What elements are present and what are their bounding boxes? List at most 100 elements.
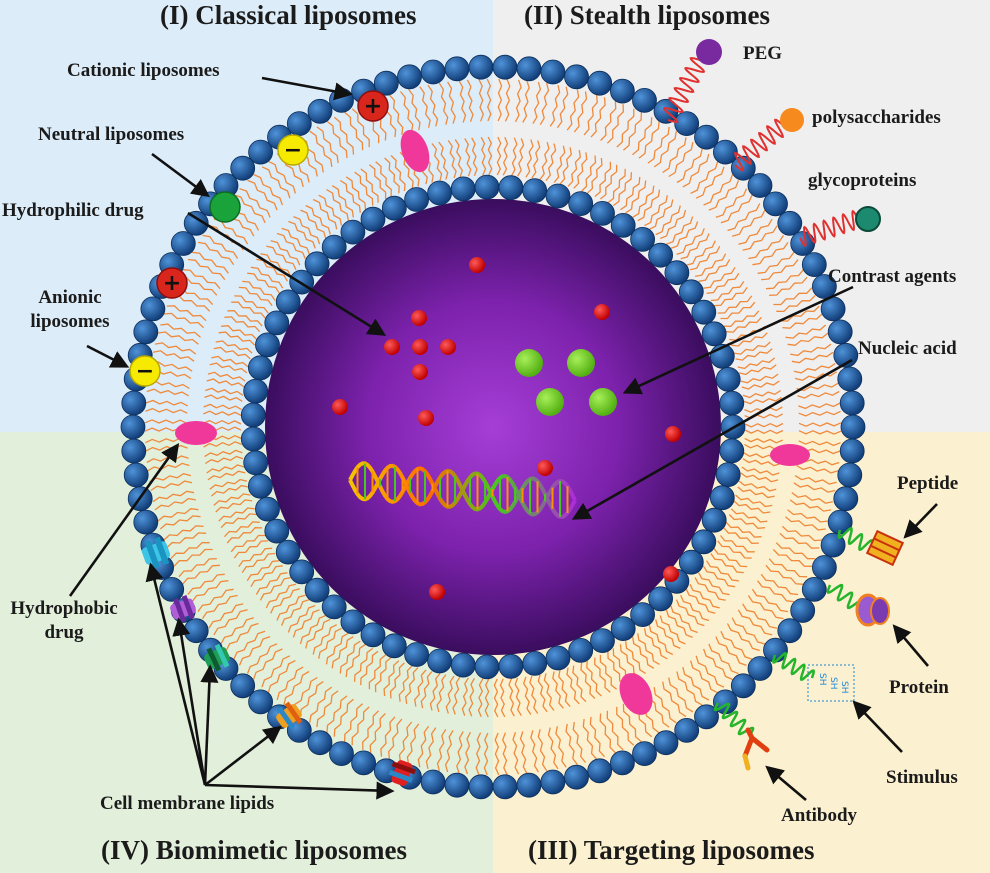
lipid-tail-inner [383, 660, 400, 697]
lipid-tail-outer [276, 666, 304, 701]
lipid-tail-inner [607, 168, 626, 204]
lipid-tail-outer [752, 242, 789, 266]
lipid-tail-outer [647, 126, 670, 164]
inner-lipid-head [474, 654, 500, 680]
lipid-tail-inner [643, 628, 668, 660]
inner-lipid-head [450, 176, 476, 202]
lipid-tail-outer [606, 104, 624, 144]
lipid-tail-inner [625, 180, 647, 214]
arrow-hydrophilic [187, 211, 387, 336]
lipid-tail-inner [206, 464, 245, 474]
label-polysaccharides: polysaccharides [812, 107, 941, 128]
neutral-head [209, 191, 241, 223]
lipid-tail-outer [530, 730, 539, 773]
lipid-tail-inner [331, 185, 354, 218]
lipid-tail-outer [616, 108, 635, 148]
lipid-tail-inner [247, 272, 280, 294]
membrane-protein-green [204, 643, 230, 672]
outer-lipid-head [516, 56, 542, 82]
lipid-tail-outer [436, 728, 447, 771]
lipid-tail-outer [757, 251, 795, 274]
lipid-tail-outer [731, 617, 766, 645]
lipid-tail-inner [655, 619, 681, 649]
lipid-tail-outer [514, 79, 522, 123]
lipid-tail-outer [720, 630, 753, 660]
lipid-tail-inner [717, 540, 752, 559]
lipid-tail-outer [225, 622, 259, 651]
inner-lipid-head [522, 651, 548, 676]
hydrophilic-drug-dot [663, 566, 679, 582]
lipid-tail-inner [354, 171, 374, 206]
lipid-tail-outer [779, 532, 820, 549]
lipid-tail-inner [737, 357, 776, 370]
lipid-tail-inner [234, 295, 269, 314]
outer-lipid-head [307, 98, 333, 124]
title-classical: (I) Classical liposomes [160, 0, 417, 30]
outer-lipid-head [540, 59, 566, 85]
lipid-tail-inner [737, 486, 775, 499]
lipid-tail-outer [757, 580, 794, 603]
arrow-stimulus [852, 700, 903, 753]
lipid-tail-inner [339, 640, 361, 674]
lipid-tail-outer [497, 78, 503, 122]
arrow-membrane-5 [204, 781, 395, 800]
lipid-tail-inner [740, 373, 779, 384]
outer-lipid-head [492, 54, 518, 80]
lipid-tail-inner [706, 272, 740, 294]
lipid-tail-inner [552, 671, 564, 709]
inner-lipid-head [381, 633, 407, 659]
hydrophilic-drug-dot [440, 339, 456, 355]
outer-lipid-head [839, 438, 865, 464]
lipid-tail-inner [246, 560, 280, 582]
lipid-tail-outer [798, 430, 842, 435]
lipid-tail-inner [567, 150, 581, 187]
lipid-tail-inner [312, 624, 337, 655]
lipid-tail-inner [207, 371, 246, 382]
lipid-tail-outer [152, 350, 195, 362]
lipid-tail-inner [733, 500, 771, 514]
lipid-tail-outer [213, 609, 248, 636]
lipid-tail-outer [715, 188, 748, 219]
lipid-tail-outer [438, 82, 449, 125]
lipid-tail-outer [388, 718, 403, 760]
lipid-tail-inner [572, 665, 587, 703]
lipid-tail-inner [649, 199, 674, 230]
inner-lipid-head [590, 200, 615, 226]
outer-lipid-head [747, 173, 773, 198]
lipid-tail-inner [281, 598, 310, 626]
lipid-tails [144, 78, 842, 776]
lipid-tail-outer [616, 706, 635, 746]
lipid-tail-inner [566, 667, 580, 705]
inner-lipid-head [304, 577, 330, 603]
lipid-tail-outer [632, 117, 653, 156]
cationic-plus-symbol: + [364, 94, 382, 119]
label-cell-membrane-lipids: Cell membrane lipids [100, 793, 275, 814]
lipid-tail-inner [384, 157, 400, 194]
membrane-protein-purple [170, 594, 196, 623]
lipid-tail-inner [728, 514, 765, 529]
inner-lipid-head [664, 260, 690, 286]
lipid-tail-outer [388, 94, 404, 135]
lipid-tail-inner [726, 316, 762, 333]
cationic-head: + [156, 267, 188, 299]
lipid-tail-inner [723, 527, 759, 544]
lipid-tail-outer [590, 97, 606, 138]
inner-lipid-head [264, 518, 290, 544]
lipid-tail-outer [772, 549, 812, 567]
arrow-nucleic [571, 358, 853, 520]
outer-lipid-head [230, 673, 256, 699]
hydrophobic-drug-ellipse [175, 421, 217, 445]
lipid-tail-outer [494, 732, 500, 776]
lipid-tail-outer [773, 287, 813, 306]
lipid-tail-inner [717, 295, 753, 314]
peptide-chain [837, 527, 874, 551]
lipid-tail-outer [486, 78, 492, 122]
cationic-head-circle [156, 267, 188, 299]
arrow-peptide [903, 503, 938, 539]
lipid-tail-inner [559, 147, 572, 185]
lipid-tail-inner [398, 665, 413, 702]
lipid-tail-inner [215, 340, 253, 354]
lipid-tail-inner [436, 674, 447, 713]
lipid-tail-outer [292, 676, 318, 713]
inner-lipid-head [340, 219, 366, 245]
